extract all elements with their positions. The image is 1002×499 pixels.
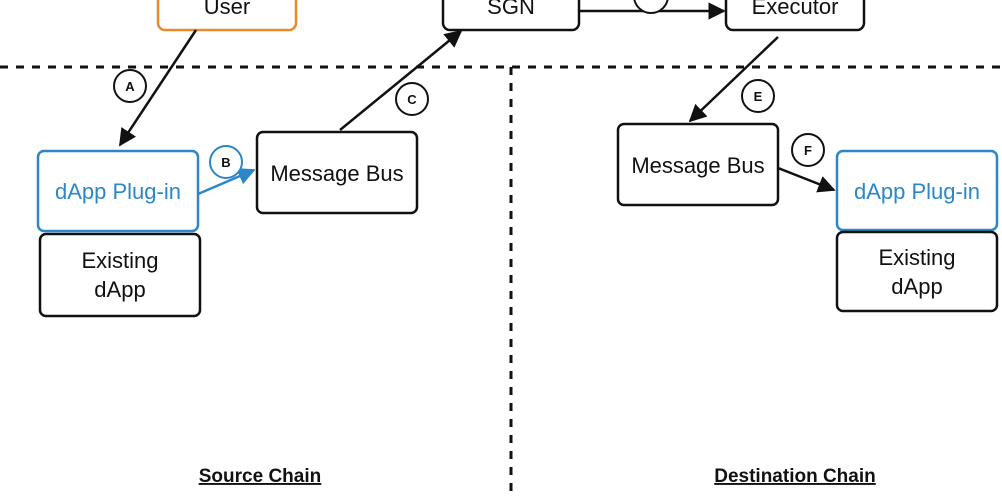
step-f-badge: F — [791, 133, 825, 167]
destination-dapp-plugin-node: dApp Plug-in — [835, 149, 999, 232]
arrow-bus-to-sgn — [339, 29, 463, 131]
destination-existing-dapp-label-line1: Existing — [878, 245, 955, 270]
sgn-node: SGN — [441, 0, 581, 32]
arrow-bus-to-plugin — [777, 166, 836, 193]
step-d-badge — [633, 0, 669, 14]
step-a-badge: A — [113, 69, 147, 103]
executor-node: Executor — [724, 0, 866, 32]
source-existing-dapp-label-line2: dApp — [94, 277, 145, 302]
user-label: User — [204, 0, 250, 19]
svg-text:E: E — [754, 89, 763, 104]
destination-chain-label: Destination Chain — [714, 466, 876, 487]
source-message-bus-label: Message Bus — [270, 161, 403, 186]
arrow-executor-to-bus — [688, 36, 779, 123]
executor-label: Executor — [752, 0, 839, 19]
arrow-plugin-to-bus — [197, 168, 256, 196]
svg-text:A: A — [125, 79, 135, 94]
sgn-label: SGN — [487, 0, 535, 19]
arrow-user-to-plugin — [118, 29, 198, 147]
svg-text:F: F — [804, 143, 812, 158]
destination-existing-dapp-node: Existing dApp — [835, 230, 999, 313]
destination-message-bus-node: Message Bus — [616, 122, 780, 207]
destination-existing-dapp-label-line2: dApp — [891, 274, 942, 299]
destination-message-bus-label: Message Bus — [631, 153, 764, 178]
svg-text:C: C — [407, 92, 417, 107]
source-dapp-plugin-node: dApp Plug-in — [36, 149, 200, 233]
source-chain-label: Source Chain — [199, 466, 321, 487]
svg-text:B: B — [221, 155, 230, 170]
source-message-bus-node: Message Bus — [255, 130, 419, 215]
source-existing-dapp-label-line1: Existing — [81, 248, 158, 273]
step-c-badge: C — [395, 82, 429, 116]
step-e-badge: E — [741, 79, 775, 113]
user-node: User — [156, 0, 298, 32]
destination-dapp-plugin-label: dApp Plug-in — [854, 179, 980, 204]
step-b-badge: B — [209, 145, 243, 179]
source-existing-dapp-node: Existing dApp — [38, 232, 202, 318]
source-dapp-plugin-label: dApp Plug-in — [55, 179, 181, 204]
